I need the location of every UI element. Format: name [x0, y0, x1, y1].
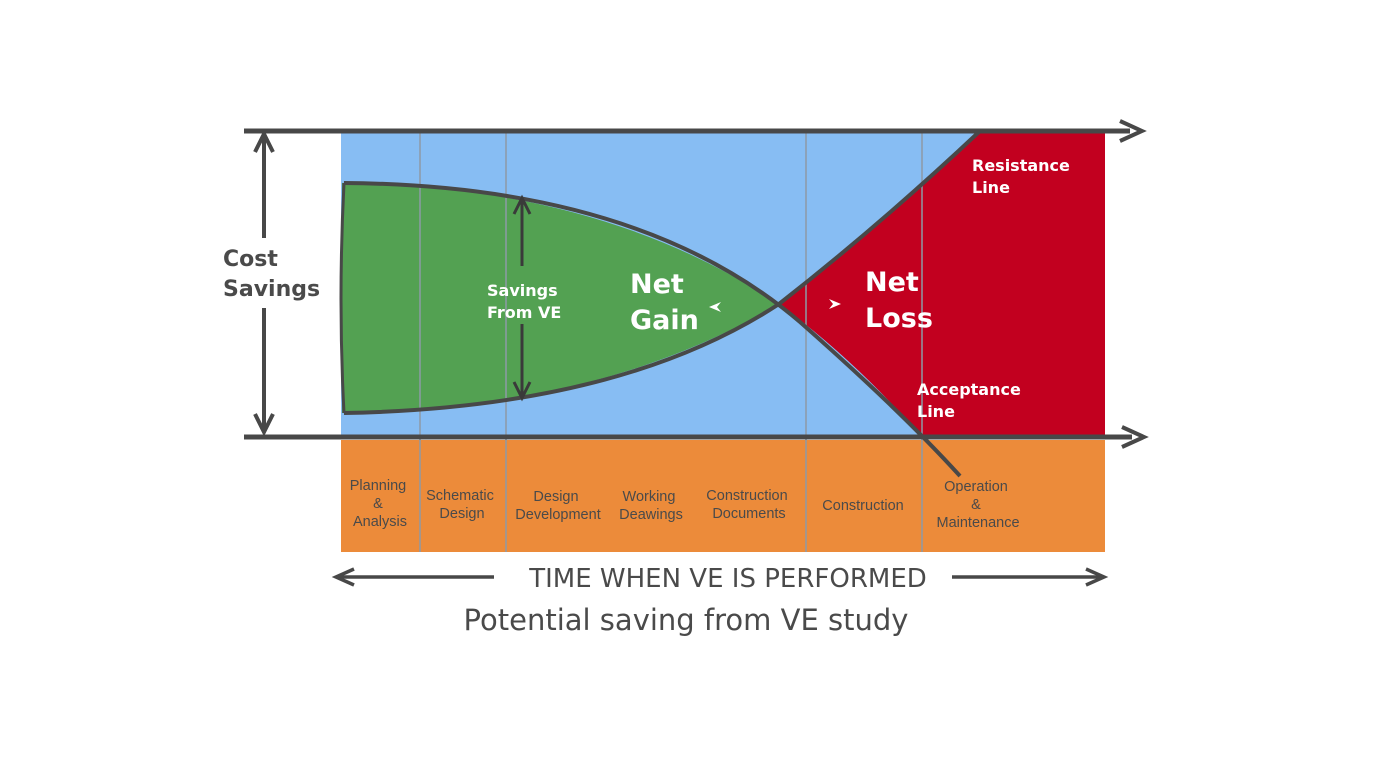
phase-operation-maintenance: Operation & Maintenance — [936, 479, 1019, 531]
time-arrow-left — [331, 567, 494, 587]
resistance-line — [343, 181, 962, 478]
caption: Potential saving from VE study — [464, 603, 909, 637]
cost-savings-arrow — [253, 129, 275, 437]
savings-arrow — [512, 194, 532, 402]
time-arrow-right — [952, 567, 1109, 587]
phase-working-drawings: Working Deawings — [619, 489, 683, 523]
resistance-line-label: Resistance Line — [972, 156, 1075, 197]
phase-band — [341, 440, 1105, 552]
net-gain-label: Net Gain — [630, 269, 699, 336]
phase-dividers — [419, 131, 923, 552]
acceptance-line-label: Acceptance Line — [917, 380, 1026, 421]
net-loss-region — [779, 131, 1105, 437]
savings-from-ve-label: Savings From VE — [487, 281, 563, 322]
phase-design-development: Design Development — [515, 489, 600, 523]
phase-construction-documents: Construction Documents — [706, 488, 791, 522]
phase-planning-analysis: Planning & Analysis — [350, 478, 410, 530]
top-axis — [244, 119, 1147, 143]
net-gain-region — [342, 183, 779, 413]
cost-savings-label: Cost Savings — [223, 247, 320, 302]
left-edge-curve — [339, 182, 346, 414]
acceptance-line — [343, 129, 982, 415]
net-gain-arrowhead-icon — [709, 302, 721, 312]
time-axis-label: TIME WHEN VE IS PERFORMED — [528, 564, 927, 594]
net-loss-arrowhead-icon — [829, 299, 841, 309]
bottom-axis — [244, 425, 1149, 449]
phase-construction: Construction — [822, 498, 903, 514]
phase-schematic-design: Schematic Design — [426, 488, 498, 522]
net-loss-label: Net Loss — [865, 267, 933, 334]
